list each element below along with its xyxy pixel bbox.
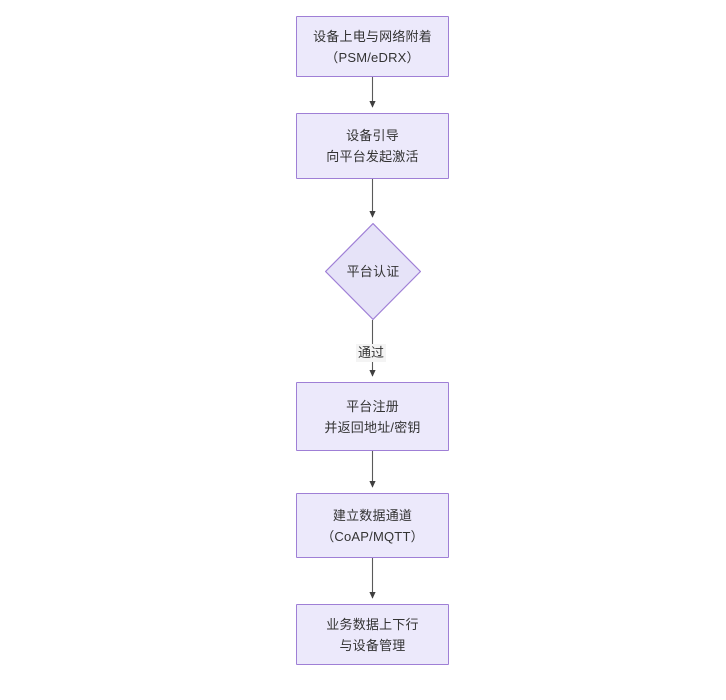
flow-node-business-data[interactable]: 业务数据上下行 与设备管理 bbox=[296, 604, 449, 665]
flow-node-platform-auth-decision[interactable]: 平台认证 bbox=[325, 223, 421, 320]
edge-label-pass: 通过 bbox=[356, 344, 387, 362]
diamond-shape bbox=[325, 223, 421, 320]
flow-node-data-channel[interactable]: 建立数据通道 （CoAP/MQTT） bbox=[296, 493, 449, 558]
flow-node-device-bootstrap[interactable]: 设备引导 向平台发起激活 bbox=[296, 113, 449, 179]
flow-node-device-power-on[interactable]: 设备上电与网络附着 （PSM/eDRX） bbox=[296, 16, 449, 77]
flow-node-label: 平台认证 bbox=[346, 264, 400, 279]
flow-node-platform-registration[interactable]: 平台注册 并返回地址/密钥 bbox=[296, 382, 449, 451]
